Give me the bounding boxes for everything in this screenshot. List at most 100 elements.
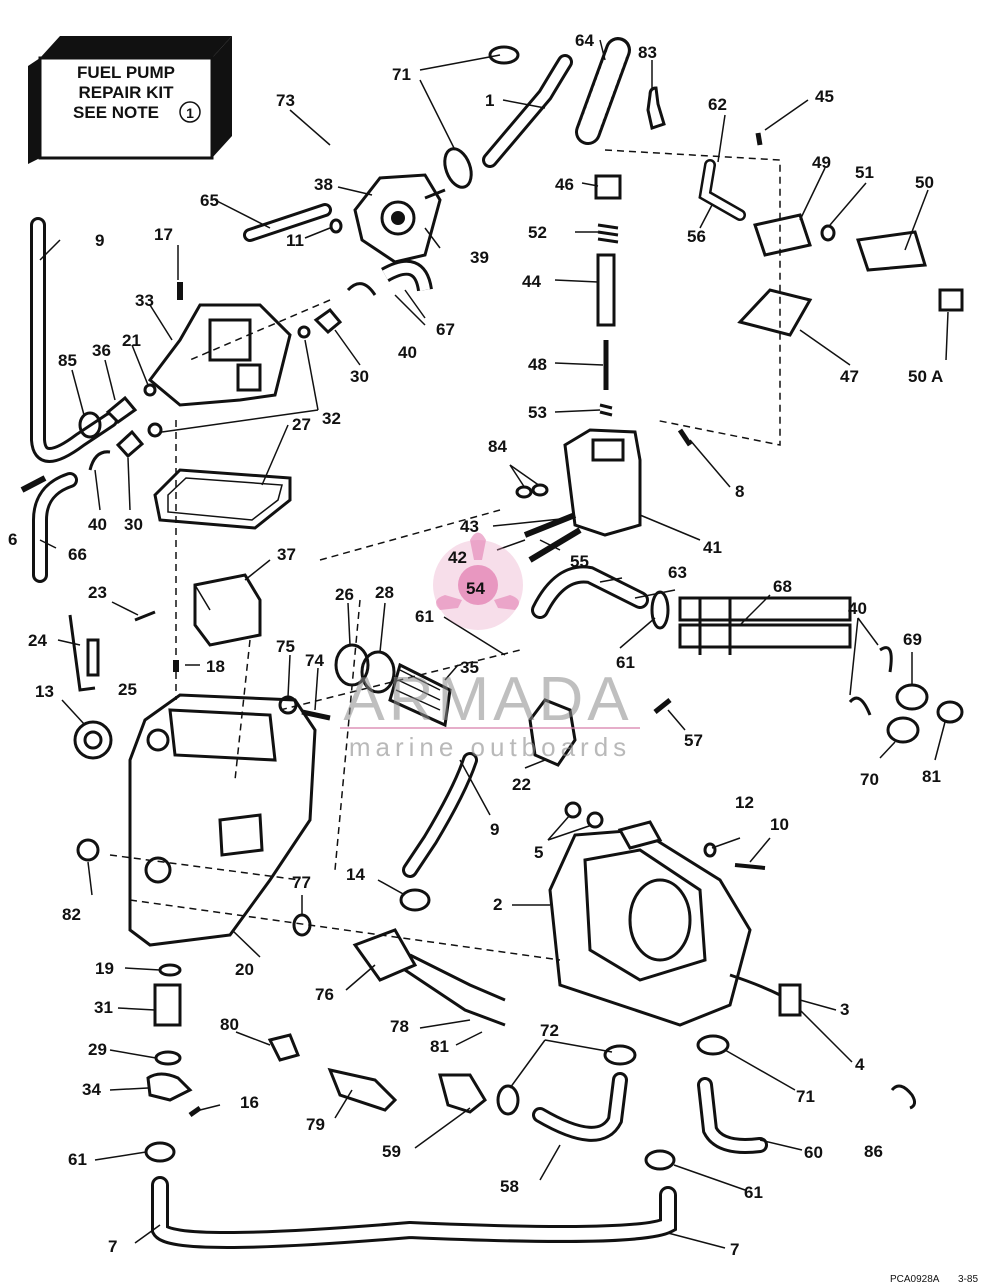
- callout-73: 73: [276, 91, 295, 110]
- callout-3: 3: [840, 1000, 849, 1019]
- callout-56: 56: [687, 227, 706, 246]
- callout-19: 19: [95, 959, 114, 978]
- callout-8: 8: [735, 482, 744, 501]
- callout-22: 22: [512, 775, 531, 794]
- callout-27: 27: [292, 415, 311, 434]
- callout-46b: 46: [555, 175, 574, 194]
- callout-61c: 61: [415, 607, 434, 626]
- callout-50: 50: [915, 173, 934, 192]
- callout-27-28: 28: [375, 583, 394, 602]
- repair-kit-note: FUEL PUMP REPAIR KIT SEE NOTE 1: [28, 36, 232, 164]
- callout-32: 32: [322, 409, 341, 428]
- callout-68: 68: [773, 577, 792, 596]
- callout-36: 36: [92, 341, 111, 360]
- callout-77: 77: [292, 873, 311, 892]
- callout-14: 14: [346, 865, 365, 884]
- callout-40b: 40: [88, 515, 107, 534]
- callout-52: 52: [528, 223, 547, 242]
- callout-45: 45: [815, 87, 834, 106]
- callout-55: 55: [570, 552, 589, 571]
- callout-26: 26: [335, 585, 354, 604]
- callout-9a: 9: [95, 231, 104, 250]
- callout-59: 59: [382, 1142, 401, 1161]
- callout-82: 82: [62, 905, 81, 924]
- callout-74: 74: [305, 651, 324, 670]
- callout-13: 13: [35, 682, 54, 701]
- callout-50a: 50 A: [908, 367, 943, 386]
- callout-18: 18: [206, 657, 225, 676]
- callout-43: 43: [460, 517, 479, 536]
- callout-37: 37: [277, 545, 296, 564]
- callout-34: 34: [82, 1080, 101, 1099]
- callout-81a: 81: [430, 1037, 449, 1056]
- kit-note-number: 1: [186, 105, 194, 121]
- callout-49: 49: [812, 153, 831, 172]
- callout-30a: 30: [350, 367, 369, 386]
- leader-lines: [39, 39, 949, 1249]
- callout-1: 1: [485, 91, 494, 110]
- watermark-tagline: marine outboards: [349, 732, 631, 762]
- callout-7a: 7: [108, 1237, 117, 1256]
- footer-code: PCA0928A: [890, 1274, 940, 1285]
- callout-61a: 61: [68, 1150, 87, 1169]
- callout-29: 29: [88, 1040, 107, 1059]
- kit-line-2: REPAIR KIT: [78, 83, 174, 102]
- callout-86: 86: [864, 1142, 883, 1161]
- callout-85: 85: [58, 351, 77, 370]
- assembly-dashed-lines: [109, 149, 781, 961]
- callout-11: 11: [286, 231, 304, 250]
- callout-25: 25: [118, 680, 137, 699]
- callout-30b: 30: [124, 515, 143, 534]
- callout-12: 12: [735, 793, 754, 812]
- callout-62: 62: [708, 95, 727, 114]
- callout-69: 69: [903, 630, 922, 649]
- callout-7b: 7: [730, 1240, 739, 1259]
- callout-63: 63: [668, 563, 687, 582]
- armada-watermark: ARMADA marine outboards: [340, 532, 640, 762]
- callout-5: 5: [534, 843, 543, 862]
- callout-65: 65: [200, 191, 219, 210]
- callout-64: 64: [575, 31, 594, 50]
- callout-40a: 40: [398, 343, 417, 362]
- callout-21: 21: [122, 331, 141, 350]
- callout-6: 6: [8, 530, 17, 549]
- callout-42: 42: [448, 548, 467, 567]
- callout-53: 53: [528, 403, 547, 422]
- callout-39: 39: [470, 248, 489, 267]
- callout-75: 75: [276, 637, 295, 656]
- callout-35: 35: [460, 658, 479, 677]
- callout-57: 57: [684, 731, 703, 750]
- callout-24: 24: [28, 631, 47, 650]
- callout-81b: 81: [922, 767, 941, 786]
- callout-51: 51: [855, 163, 874, 182]
- part-callouts: 1 2 3 4 5 6 7 7 8 9 9 10 11 12 13 14 16 …: [8, 31, 943, 1259]
- callout-2: 2: [493, 895, 502, 914]
- callout-54: 54: [466, 579, 485, 598]
- callout-78: 78: [390, 1017, 409, 1036]
- callout-83: 83: [638, 43, 657, 62]
- callout-9b: 9: [490, 820, 499, 839]
- callout-40c: 40: [848, 599, 867, 618]
- callout-38: 38: [314, 175, 333, 194]
- callout-23: 23: [88, 583, 107, 602]
- callout-61b: 61: [744, 1183, 763, 1202]
- callout-48: 48: [528, 355, 547, 374]
- callout-58: 58: [500, 1177, 519, 1196]
- callout-44: 44: [522, 272, 541, 291]
- callout-71a: 71: [392, 65, 411, 84]
- callout-41: 41: [703, 538, 722, 557]
- callout-80: 80: [220, 1015, 239, 1034]
- callout-10: 10: [770, 815, 789, 834]
- callout-79: 79: [306, 1115, 325, 1134]
- callout-60: 60: [804, 1143, 823, 1162]
- callout-47: 47: [840, 367, 859, 386]
- kit-line-1: FUEL PUMP: [77, 63, 175, 82]
- callout-4: 4: [855, 1055, 865, 1074]
- callout-16: 16: [240, 1093, 259, 1112]
- kit-line-3: SEE NOTE: [73, 103, 159, 122]
- callout-84: 84: [488, 437, 507, 456]
- callout-61d: 61: [616, 653, 635, 672]
- callout-33: 33: [135, 291, 154, 310]
